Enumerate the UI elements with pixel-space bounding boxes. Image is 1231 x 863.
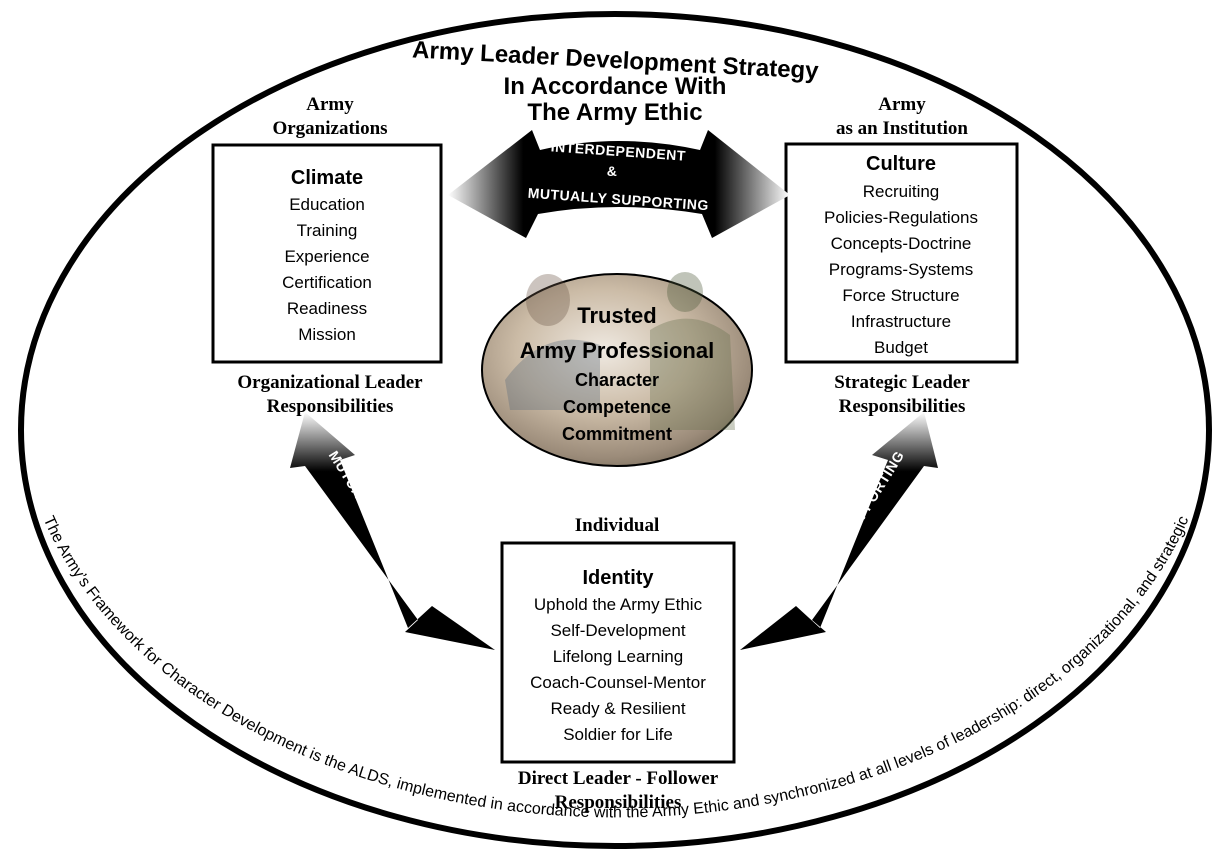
culture-item: Concepts-Doctrine <box>831 234 972 253</box>
right-footer-line1: Strategic Leader <box>834 372 970 393</box>
identity-box <box>500 541 736 764</box>
center-title-line2: Army Professional <box>520 338 714 363</box>
bottom-header: Individual <box>575 515 660 536</box>
title-line2: In Accordance With <box>504 73 727 100</box>
center-title-line1: Trusted <box>577 303 656 328</box>
right-diagonal-arrow <box>740 412 938 650</box>
right-header-line1: Army <box>878 94 926 115</box>
identity-item: Self-Development <box>550 621 685 640</box>
right-footer-line2: Responsibilities <box>839 396 966 417</box>
center-photo-figures <box>505 272 735 430</box>
culture-item: Force Structure <box>842 286 959 305</box>
identity-title: Identity <box>582 567 654 589</box>
center-item: Commitment <box>562 424 672 444</box>
left-arrow-label-line1: INTERDEPENDENT <box>368 448 453 571</box>
outer-ellipse <box>18 11 1212 849</box>
climate-item: Readiness <box>287 299 367 318</box>
culture-item: Budget <box>874 338 928 357</box>
climate-title: Climate <box>291 167 363 189</box>
identity-item: Soldier for Life <box>563 725 673 744</box>
left-footer-line1: Organizational Leader <box>237 372 423 393</box>
center-oval <box>481 273 753 467</box>
culture-item: Recruiting <box>863 182 940 201</box>
left-header-line1: Army <box>306 94 354 115</box>
left-footer-line2: Responsibilities <box>267 396 394 417</box>
culture-title: Culture <box>866 153 936 175</box>
climate-box <box>211 143 443 364</box>
identity-item: Uphold the Army Ethic <box>534 595 703 614</box>
bottom-footer-line1: Direct Leader - Follower <box>518 768 719 789</box>
center-item: Competence <box>563 397 671 417</box>
identity-item: Lifelong Learning <box>553 647 683 666</box>
right-header-line2: as an Institution <box>836 118 968 139</box>
left-arrow-label-line2: & <box>386 511 405 528</box>
climate-item: Mission <box>298 325 356 344</box>
climate-item: Certification <box>282 273 372 292</box>
center-item: Character <box>575 370 659 390</box>
identity-item: Ready & Resilient <box>550 699 685 718</box>
climate-item: Training <box>297 221 358 240</box>
bottom-footer-line2: Responsibilities <box>555 792 682 813</box>
culture-item: Policies-Regulations <box>824 208 978 227</box>
identity-item: Coach-Counsel-Mentor <box>530 673 706 692</box>
culture-box <box>784 142 1019 364</box>
title-line3: The Army Ethic <box>527 99 702 126</box>
right-arrow-label-line2: & <box>828 511 847 528</box>
climate-item: Education <box>289 195 365 214</box>
culture-item: Infrastructure <box>851 312 951 331</box>
top-double-arrow <box>448 130 790 238</box>
left-header-line2: Organizations <box>272 118 387 139</box>
top-arrow-label-line2: & <box>607 163 618 179</box>
climate-item: Experience <box>284 247 369 266</box>
left-diagonal-arrow <box>290 412 495 650</box>
culture-item: Programs-Systems <box>829 260 974 279</box>
